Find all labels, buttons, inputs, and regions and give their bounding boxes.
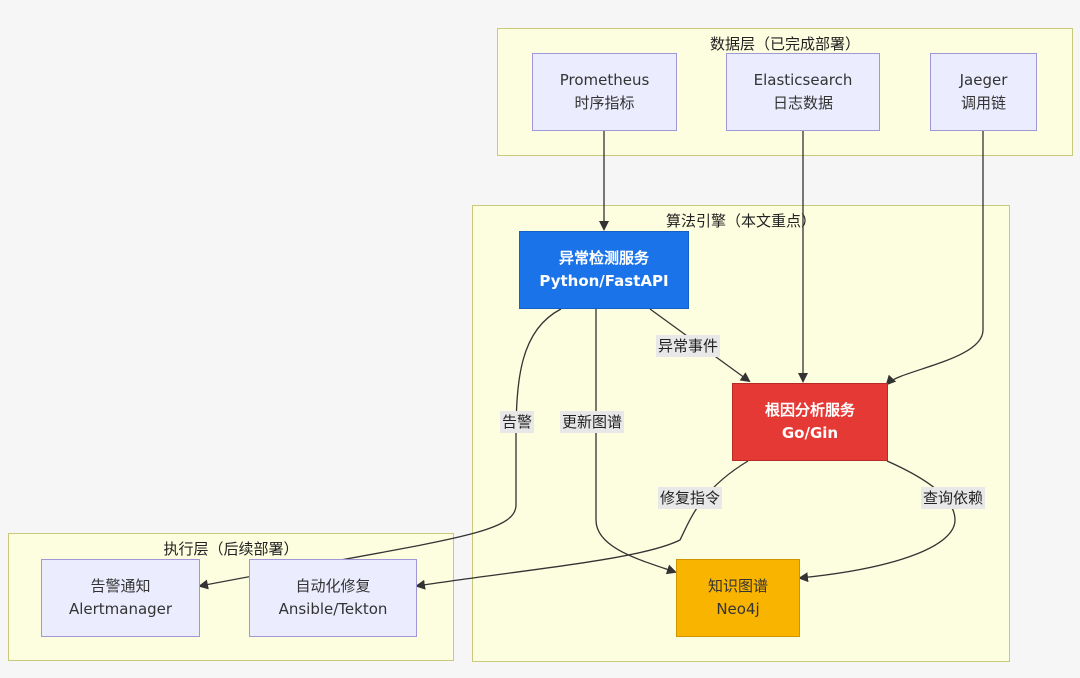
node-elasticsearch-desc: 日志数据 [772, 94, 833, 112]
edge-jaeger-rca [885, 131, 984, 386]
node-alert-notify[interactable]: 告警通知 Alertmanager [41, 559, 200, 637]
node-knowledge-graph-desc: Neo4j [716, 600, 760, 618]
node-root-cause-name: 根因分析服务 [764, 401, 855, 419]
node-prometheus[interactable]: Prometheus 时序指标 [532, 53, 677, 131]
edge-label-repair-cmd: 修复指令 [658, 487, 723, 509]
node-alert-notify-name: 告警通知 [90, 577, 151, 595]
edge-anomaly-kg [595, 309, 677, 575]
node-alert-notify-desc: Alertmanager [68, 600, 173, 618]
cluster-data-layer-title: 数据层（已完成部署） [709, 35, 860, 53]
node-knowledge-graph-name: 知识图谱 [707, 577, 768, 595]
node-elasticsearch-name: Elasticsearch [753, 71, 853, 89]
edge-rca-kg [798, 460, 956, 583]
node-anomaly-detection[interactable]: 异常检测服务 Python/FastAPI [519, 231, 689, 309]
edge-label-alarm: 告警 [500, 411, 535, 433]
node-knowledge-graph[interactable]: 知识图谱 Neo4j [676, 559, 800, 637]
edge-label-query-dep: 查询依赖 [921, 487, 986, 509]
edge-label-update-graph: 更新图谱 [560, 411, 625, 433]
edge-label-anomaly-event: 异常事件 [656, 335, 721, 357]
node-root-cause[interactable]: 根因分析服务 Go/Gin [732, 383, 888, 461]
node-auto-remediation-name: 自动化修复 [295, 577, 371, 595]
cluster-engine-title: 算法引擎（本文重点） [665, 212, 816, 230]
node-prometheus-name: Prometheus [559, 71, 650, 89]
cluster-exec-layer-title: 执行层（后续部署） [163, 540, 299, 558]
node-prometheus-desc: 时序指标 [574, 94, 635, 112]
node-auto-remediation[interactable]: 自动化修复 Ansible/Tekton [249, 559, 417, 637]
node-jaeger-desc: 调用链 [960, 94, 1006, 112]
node-auto-remediation-desc: Ansible/Tekton [278, 600, 388, 618]
node-anomaly-detection-desc: Python/FastAPI [539, 272, 669, 290]
node-anomaly-detection-name: 异常检测服务 [558, 249, 649, 267]
edge-anomaly-alert [198, 308, 562, 590]
node-elasticsearch[interactable]: Elasticsearch 日志数据 [726, 53, 880, 131]
node-jaeger-name: Jaeger [959, 71, 1008, 89]
node-root-cause-desc: Go/Gin [781, 424, 839, 442]
node-jaeger[interactable]: Jaeger 调用链 [930, 53, 1037, 131]
